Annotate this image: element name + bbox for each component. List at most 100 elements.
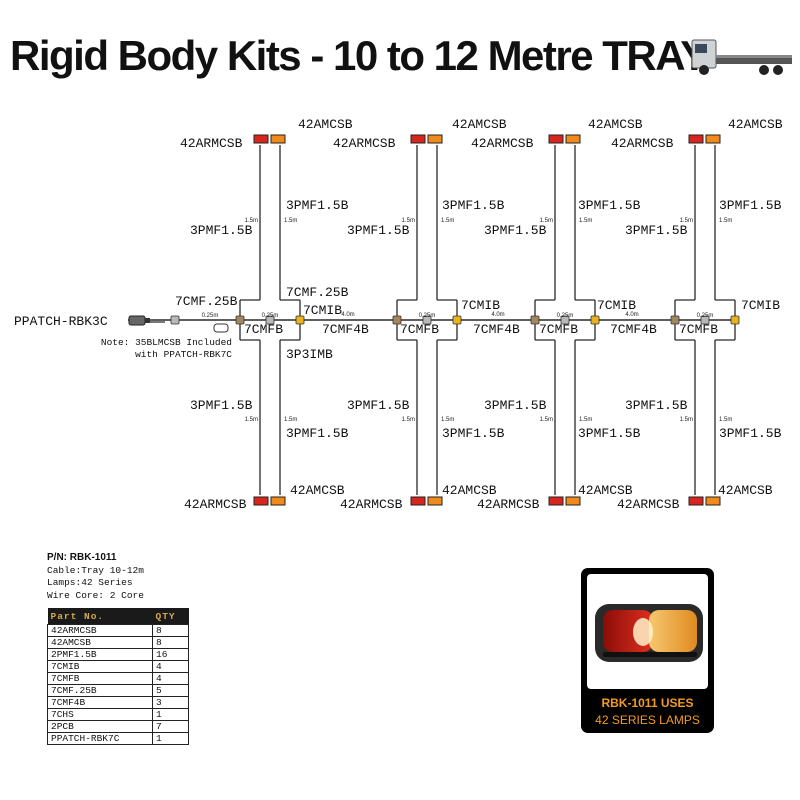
cable-length: 1.5m xyxy=(402,417,415,423)
part-no-cell: 2PCB xyxy=(47,720,153,733)
connector xyxy=(392,315,402,325)
cable-length: 4.0m xyxy=(625,312,638,318)
connector xyxy=(452,315,462,325)
cable-label-3pmf: 3PMF1.5B xyxy=(190,223,253,238)
part-no-cell: 42AMCSB xyxy=(47,636,153,649)
cable-length: 1.5m xyxy=(540,218,553,224)
cable-label-3pmf: 3PMF1.5B xyxy=(719,198,782,213)
col-part-no: Part No. xyxy=(47,608,153,625)
cable-label-3pmf: 3PMF1.5B xyxy=(484,223,547,238)
lamp-label-42armcsb: 42ARMCSB xyxy=(333,136,396,151)
qty-cell: 8 xyxy=(152,636,189,649)
cable-label-3pmf: 3PMF1.5B xyxy=(442,198,505,213)
cable-length: 0.25m xyxy=(419,313,436,319)
red-marker-lamp-icon xyxy=(410,134,426,144)
cable-length: 1.5m xyxy=(402,218,415,224)
cable-length: 1.5m xyxy=(441,417,454,423)
lamp-label-42armcsb: 42ARMCSB xyxy=(617,497,680,512)
lamp-label-42amcsb: 42AMCSB xyxy=(728,117,783,132)
cable-label-3pmf: 3PMF1.5B xyxy=(578,426,641,441)
amber-marker-lamp-icon xyxy=(270,134,286,144)
cable-length: 0.25m xyxy=(262,313,279,319)
cable-length: 0.25m xyxy=(557,313,574,319)
lamp-label-42amcsb: 42AMCSB xyxy=(442,483,497,498)
cable-label-7cmf25b: 7CMF.25B xyxy=(175,294,238,309)
note-line1: Note: 35BLMCSB Included xyxy=(101,337,232,348)
cable-label-3pmf: 3PMF1.5B xyxy=(484,398,547,413)
amber-marker-lamp-icon xyxy=(565,496,581,506)
cable-length: 1.5m xyxy=(680,218,693,224)
red-marker-lamp-icon xyxy=(253,134,269,144)
cable-label-3pmf: 3PMF1.5B xyxy=(625,223,688,238)
amber-marker-lamp-icon xyxy=(565,134,581,144)
connector xyxy=(170,315,180,325)
amber-marker-lamp-icon xyxy=(270,496,286,506)
lamp-label-42armcsb: 42ARMCSB xyxy=(340,497,403,512)
spec-cable: Cable:Tray 10-12m xyxy=(47,564,144,576)
qty-cell: 4 xyxy=(152,672,189,685)
part-no-cell: PPATCH-RBK7C xyxy=(47,732,153,745)
connector-label-3p3imb: 3P3IMB xyxy=(286,347,333,362)
amber-marker-lamp-icon xyxy=(427,496,443,506)
connector xyxy=(590,315,600,325)
qty-cell: 16 xyxy=(152,648,189,661)
connector xyxy=(560,315,570,325)
lamp-label-42amcsb: 42AMCSB xyxy=(290,483,345,498)
connector xyxy=(530,315,540,325)
promo-panel: RBK-1011 USES 42 SERIES LAMPS xyxy=(581,568,714,733)
connector xyxy=(422,315,432,325)
cable-length: 1.5m xyxy=(719,417,732,423)
qty-cell: 4 xyxy=(152,660,189,673)
part-no-cell: 42ARMCSB xyxy=(47,624,153,637)
plug-icon xyxy=(145,318,150,323)
part-no-cell: 7CMIB xyxy=(47,660,153,673)
lamp-label-42amcsb: 42AMCSB xyxy=(452,117,507,132)
cable-length: 0.25m xyxy=(697,313,714,319)
cable-length: 1.5m xyxy=(579,218,592,224)
cable-label-3pmf: 3PMF1.5B xyxy=(442,426,505,441)
red-marker-lamp-icon xyxy=(253,496,269,506)
cable-label-3pmf: 3PMF1.5B xyxy=(347,223,410,238)
part-no-cell: 7CMF.25B xyxy=(47,684,153,697)
lamp-label-42armcsb: 42ARMCSB xyxy=(471,136,534,151)
marker-lamp-icon xyxy=(595,604,703,662)
lamp-label-42amcsb: 42AMCSB xyxy=(578,483,633,498)
qty-cell: 1 xyxy=(152,732,189,745)
cable-label-3pmf: 3PMF1.5B xyxy=(347,398,410,413)
cable-length: 1.5m xyxy=(540,417,553,423)
spec-lamps: Lamps:42 Series xyxy=(47,577,133,588)
cable-length: 4.0m xyxy=(341,312,354,318)
qty-cell: 3 xyxy=(152,696,189,709)
connector-label-7cmfb: 7CMFB xyxy=(244,322,283,337)
part-no-cell: 7CMF4B xyxy=(47,696,153,709)
red-marker-lamp-icon xyxy=(548,134,564,144)
col-qty: QTY xyxy=(152,608,189,625)
red-marker-lamp-icon xyxy=(410,496,426,506)
connector-label-7cmfb: 7CMFB xyxy=(400,322,439,337)
diagram-labels: 1.5m 1.5m 1.5m 1.5m 0.25m 1.5m 1.5m 1.5m 1.5m 0.2… xyxy=(14,117,783,512)
note-line2: with PPATCH-RBK7C xyxy=(135,349,232,360)
cable-label-7cmf4b: 7CMF4B xyxy=(322,322,369,337)
connector-label-7cmib: 7CMIB xyxy=(461,298,500,313)
cable-label-3pmf: 3PMF1.5B xyxy=(719,426,782,441)
cable-label-3pmf: 3PMF1.5B xyxy=(190,398,253,413)
cable-length: 1.5m xyxy=(284,417,297,423)
lamp-label-42armcsb: 42ARMCSB xyxy=(180,136,243,151)
lamp-photo xyxy=(587,574,708,689)
promo-line1: RBK-1011 USES xyxy=(601,696,694,710)
qty-cell: 8 xyxy=(152,624,189,637)
cable-length: 1.5m xyxy=(719,218,732,224)
cable-label-7cmf4b: 7CMF4B xyxy=(610,322,657,337)
cable-label-3pmf: 3PMF1.5B xyxy=(286,198,349,213)
cable-length: 1.5m xyxy=(680,417,693,423)
qty-cell: 5 xyxy=(152,684,189,697)
part-no-cell: 2PMF1.5B xyxy=(47,648,153,661)
connector xyxy=(295,315,305,325)
